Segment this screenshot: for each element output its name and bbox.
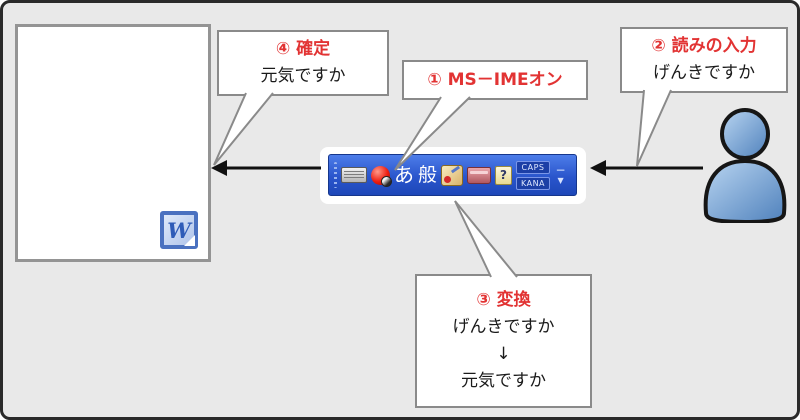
input-mode-button[interactable]: あ xyxy=(394,163,414,187)
callout-step3-after: 元気ですか xyxy=(461,371,546,391)
bar-controls-group: − ▼ xyxy=(554,163,567,185)
down-arrow-glyph: ↓ xyxy=(496,344,511,364)
callout-step3-before: げんきですか xyxy=(452,317,555,337)
keyboard-icon[interactable] xyxy=(341,167,367,183)
callout-step4-text: 元気ですか xyxy=(260,66,346,86)
callout-pointer-step3 xyxy=(454,200,518,278)
callout-pointer-step2 xyxy=(636,89,672,167)
user-head xyxy=(720,108,770,160)
help-button[interactable]: ? xyxy=(495,165,513,185)
ime-pad-red-dot xyxy=(444,175,452,183)
callout-step2-reading-input: ② 読みの入力 げんきですか xyxy=(620,27,788,93)
callout-step2-title: ② 読みの入力 xyxy=(651,36,757,56)
options-menu-button[interactable]: ▼ xyxy=(557,176,564,185)
ime-pad-icon[interactable] xyxy=(441,164,464,186)
callout-step3-title: ③ 変換 xyxy=(476,290,531,310)
callout-step4-title: ④ 確定 xyxy=(275,39,331,59)
ime-language-bar[interactable]: あ 般 ? CAPS KANA − ▼ xyxy=(328,154,577,196)
dictionary-tool-icon[interactable] xyxy=(467,166,492,184)
page-fold-corner xyxy=(184,235,195,246)
callout-step3-conversion: ③ 変換 げんきですか ↓ 元気ですか xyxy=(415,274,592,408)
ime-on-indicator-icon[interactable] xyxy=(371,165,392,187)
flow-arrowhead-to-ime xyxy=(590,160,606,176)
callout-step1-ime-on: ① MS－IMEオン xyxy=(402,60,588,100)
caps-key-button[interactable]: CAPS xyxy=(516,160,551,174)
drag-handle[interactable] xyxy=(334,162,337,188)
user-body xyxy=(703,159,787,223)
dictionary-lid xyxy=(470,170,489,174)
kana-key-button[interactable]: KANA xyxy=(516,176,551,190)
callout-step1-title: ① MS－IMEオン xyxy=(427,69,563,90)
minimize-button[interactable]: − xyxy=(555,163,566,177)
document-page: W xyxy=(15,24,211,262)
word-icon: W xyxy=(160,211,198,249)
pen-icon xyxy=(381,175,392,187)
callout-pointer-step4 xyxy=(213,92,274,166)
callout-step2-text: げんきですか xyxy=(653,63,755,83)
callout-step4-confirm: ④ 確定 元気ですか xyxy=(217,30,389,96)
user-icon xyxy=(703,108,787,223)
flow-arrowhead-to-document xyxy=(211,160,227,176)
ime-pad-pen-stroke xyxy=(450,165,461,173)
caps-kana-group: CAPS KANA xyxy=(516,160,551,190)
conversion-mode-button[interactable]: 般 xyxy=(418,163,438,186)
